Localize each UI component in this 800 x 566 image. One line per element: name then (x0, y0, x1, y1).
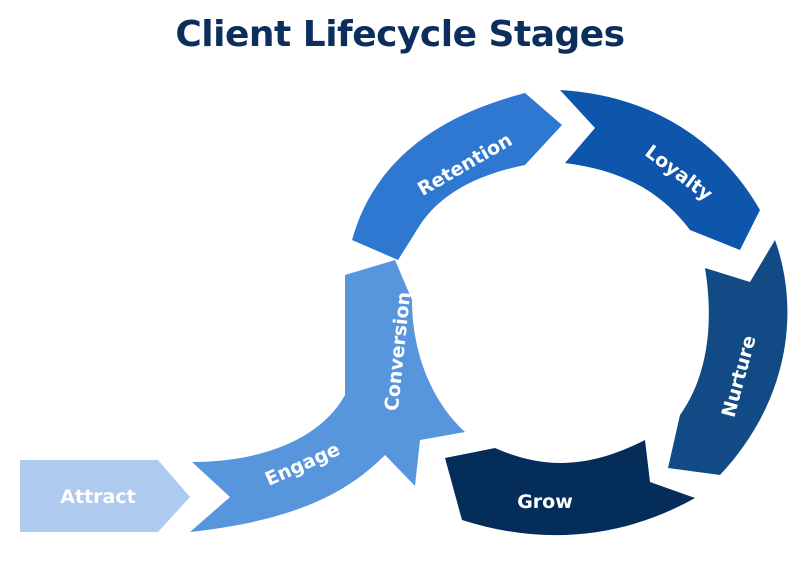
stage-grow-shape (445, 440, 695, 536)
stage-attract-label: Attract (60, 486, 135, 508)
diagram-title: Client Lifecycle Stages (175, 14, 625, 55)
stage-retention-shape (352, 93, 562, 260)
stage-nurture-shape (668, 240, 788, 475)
stage-grow-label: Grow (517, 491, 573, 513)
stage-engage-conversion-shape (190, 260, 465, 532)
stage-loyalty-shape (560, 90, 760, 250)
stage-attract-shape (20, 460, 190, 532)
